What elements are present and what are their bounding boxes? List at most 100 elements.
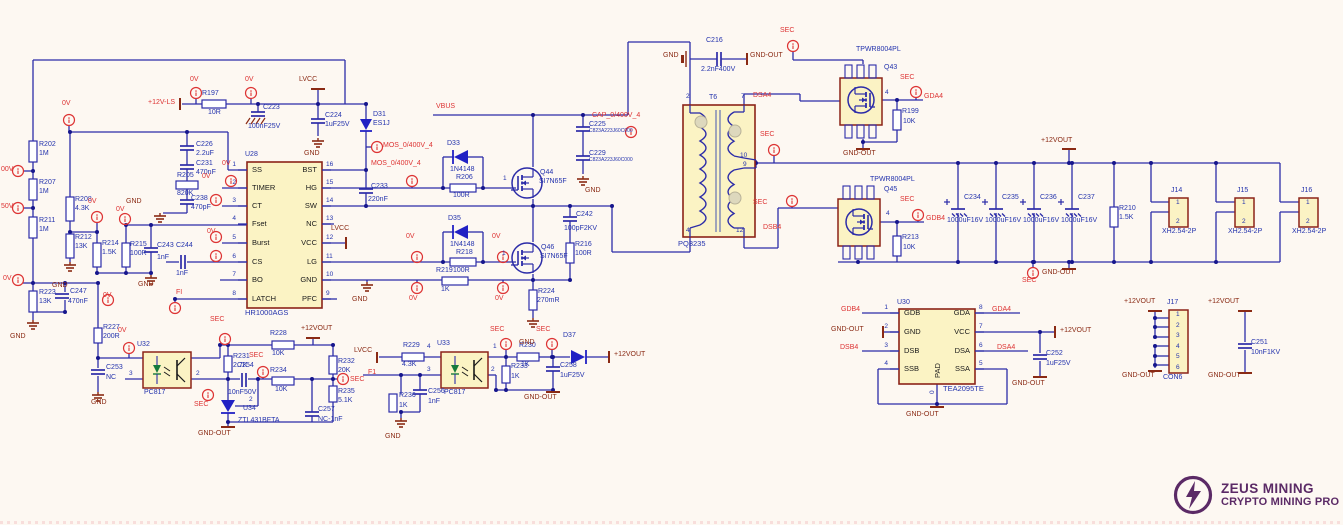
part-ref: R231 xyxy=(233,353,250,360)
junction-dot xyxy=(149,223,153,227)
resistor-R234 xyxy=(271,376,295,386)
part-value: 1nF xyxy=(176,270,189,277)
part-value: 1M xyxy=(39,226,49,233)
part-ref: D31 xyxy=(373,111,386,118)
junction-dot xyxy=(441,186,445,190)
junction-dot xyxy=(31,169,35,173)
part-value: 1uF25V xyxy=(1046,360,1071,367)
pin-number: 1 xyxy=(502,250,506,257)
junction-dot xyxy=(856,260,860,264)
part-value: ES1J xyxy=(373,120,390,127)
pin-name: DSB xyxy=(904,346,920,355)
part-ref: C224 xyxy=(325,112,342,119)
pin-number: 16 xyxy=(326,161,334,168)
net-flag-icon xyxy=(62,113,76,127)
cap-pol xyxy=(959,213,964,217)
part-value: NC xyxy=(106,374,117,381)
net-flag-icon xyxy=(410,250,424,264)
pin-number: 1 xyxy=(1306,199,1310,206)
net-label: 00V xyxy=(1,166,14,173)
part-value: PC817 xyxy=(144,389,166,396)
net-label: 0V xyxy=(103,292,112,299)
net-label: SEC xyxy=(490,326,505,333)
resistor-R211 xyxy=(28,216,38,239)
bottom-crop-strip xyxy=(0,521,1343,524)
part-value: 1N4148 xyxy=(450,166,475,173)
pad xyxy=(866,245,875,260)
resistor-R205 xyxy=(175,180,199,190)
resistor-R208 xyxy=(65,196,75,222)
junction-dot xyxy=(256,102,260,106)
junction-dot xyxy=(895,98,899,102)
net-label: GND-OUT xyxy=(906,411,939,418)
net-label: GDB4 xyxy=(841,306,861,313)
net-flag-icon xyxy=(336,372,350,386)
net-flag-icon xyxy=(90,210,104,224)
part-ref: R218 xyxy=(456,249,473,256)
part-ref: C226 xyxy=(196,141,213,148)
junction-dot xyxy=(1153,354,1157,358)
power-bar-icon xyxy=(546,391,560,393)
net-label: 0V xyxy=(116,206,125,213)
net-flag-icon xyxy=(101,293,115,307)
net-label: GND-OUT xyxy=(1012,380,1045,387)
part-value: 2.2nF400V xyxy=(701,66,736,73)
net-label: 0V xyxy=(62,100,71,107)
net-flag-icon xyxy=(792,43,794,45)
net-flag-icon xyxy=(1032,270,1034,272)
net-label: DSB4 xyxy=(763,224,782,231)
part-ref: C233 xyxy=(371,183,388,190)
power-bar-icon xyxy=(608,351,610,363)
power-bar-icon xyxy=(311,88,325,90)
net-label: GND-OUT xyxy=(1208,372,1241,379)
junction-dot xyxy=(63,281,67,285)
junction-dot xyxy=(1153,335,1157,339)
resistor-R197 xyxy=(201,99,227,109)
part-value: 20K xyxy=(338,367,351,374)
net-flag-icon xyxy=(773,147,775,149)
junction-dot xyxy=(96,281,100,285)
net-label: F1 xyxy=(368,369,377,376)
pin-name: Fset xyxy=(252,219,267,228)
cap-pol xyxy=(955,213,960,217)
junction-dot xyxy=(994,260,998,264)
pin-name: CS xyxy=(252,257,263,266)
part-value: 10K xyxy=(903,244,916,251)
cap-pol xyxy=(1039,213,1044,217)
cap-pol xyxy=(1027,213,1032,217)
opto-arrow xyxy=(163,366,171,372)
pin-name: GND xyxy=(300,275,317,284)
cap-pol xyxy=(989,213,994,217)
net-flag-icon xyxy=(405,174,419,188)
junction-dot xyxy=(504,355,508,359)
net-label: MOS_0/400V_4 xyxy=(383,142,433,149)
part-ref: J17 xyxy=(1167,299,1179,306)
pad xyxy=(844,64,853,79)
part-value: 100R xyxy=(130,250,147,257)
pin-name: SSB xyxy=(904,364,920,373)
part-value: 1uF25V xyxy=(560,372,585,379)
net-flag-icon xyxy=(416,254,418,256)
earth-hatch-icon xyxy=(260,117,266,125)
net-flag-icon xyxy=(224,174,238,188)
net-label: +12VOUT xyxy=(1041,137,1073,144)
part-value: 10K xyxy=(272,350,285,357)
part-value: CON6 xyxy=(1163,374,1183,381)
net-flag-icon xyxy=(624,125,638,139)
part-ref: U30 xyxy=(897,299,910,306)
pin-number: 4 xyxy=(884,360,888,367)
part-value: 200R xyxy=(103,333,120,340)
part-ref: C229 xyxy=(589,150,606,157)
winding-pad xyxy=(694,115,708,129)
net-flag-icon xyxy=(209,249,223,263)
resistor-R215 xyxy=(121,242,131,268)
junction-dot xyxy=(226,377,230,381)
resistor-R233 xyxy=(501,365,511,384)
net-label: FI xyxy=(176,289,183,296)
pin-number: 7 xyxy=(741,93,745,100)
mos-arrow xyxy=(862,97,866,103)
net-label: +12VOUT xyxy=(614,351,646,358)
pin-number: 2 xyxy=(1176,321,1180,329)
pin-number: 5 xyxy=(979,360,983,367)
